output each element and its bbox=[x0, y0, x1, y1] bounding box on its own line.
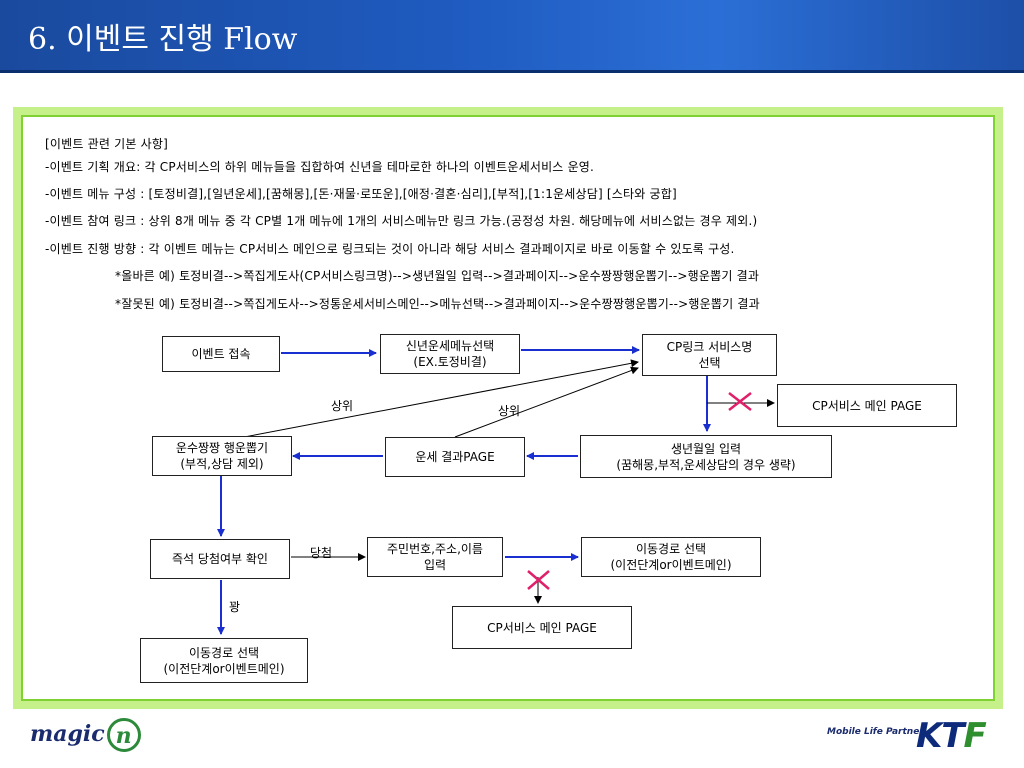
node-cp-link-line1: CP링크 서비스명 bbox=[666, 340, 753, 354]
title-bar-underline bbox=[0, 70, 1024, 73]
node-result-page-label: 운세 결과PAGE bbox=[415, 450, 495, 464]
node-instant-check: 즉석 당첨여부 확인 bbox=[150, 539, 290, 579]
node-cp-main-page-2: CP서비스 메인 PAGE bbox=[452, 606, 632, 649]
label-lose: 꽝 bbox=[229, 600, 241, 614]
arrow-result-upper bbox=[454, 366, 639, 438]
node-cp-main-page-2-label: CP서비스 메인 PAGE bbox=[487, 620, 597, 635]
notes-example-wrong: *잘못된 예) 토정비결-->쪽집게도사-->정통운세서비스메인-->메뉴선택-… bbox=[115, 297, 760, 311]
node-cp-link: CP링크 서비스명 선택 bbox=[642, 334, 777, 376]
node-move-path-2-line1: 이동경로 선택 bbox=[188, 645, 260, 660]
ktf-logo: KTF bbox=[916, 716, 987, 756]
node-move-path-2: 이동경로 선택 (이전단계or이벤트메인) bbox=[140, 638, 308, 683]
node-result-page: 운세 결과PAGE bbox=[385, 437, 525, 477]
node-personal-info-line1: 주민번호,주소,이름 bbox=[387, 542, 483, 556]
node-lucky-draw-line1: 운수짱짱 행운뽑기 bbox=[175, 441, 269, 455]
node-birthdate-input: 생년월일 입력 (꿈해몽,부적,운세상담의 경우 생략) bbox=[580, 435, 832, 478]
notes-example-correct: *올바른 예) 토정비결-->쪽집게도사(CP서비스링크명)-->생년월일 입력… bbox=[115, 269, 760, 283]
node-lucky-draw: 운수짱짱 행운뽑기 (부적,상담 제외) bbox=[152, 436, 292, 476]
node-event-access-label: 이벤트 접속 bbox=[191, 347, 251, 361]
notes-line-link: -이벤트 참여 링크 : 상위 8개 메뉴 중 각 CP별 1개 메뉴에 1개의… bbox=[45, 214, 758, 228]
label-win: 당첨 bbox=[310, 546, 333, 560]
node-event-access: 이벤트 접속 bbox=[162, 336, 280, 372]
notes-line-direction: -이벤트 진행 방향 : 각 이벤트 메뉴는 CP서비스 메인으로 링크되는 것… bbox=[45, 242, 735, 256]
notes-line-menu: -이벤트 메뉴 구성 : [토정비결],[일년운세],[꿈해몽],[돈·재물·로… bbox=[45, 187, 677, 201]
notes-line-overview: -이벤트 기획 개요: 각 CP서비스의 하위 메뉴들을 집합하여 신년을 테마… bbox=[45, 160, 595, 174]
notes-heading: [이벤트 관련 기본 사항] bbox=[45, 137, 168, 151]
node-new-year-menu-line1: 신년운세메뉴선택 bbox=[405, 339, 495, 353]
node-move-path-2-line2: (이전단계or이벤트메인) bbox=[163, 661, 285, 676]
arrow-lucky-upper bbox=[238, 359, 639, 439]
node-cp-link-line2: 선택 bbox=[698, 356, 721, 370]
node-lucky-draw-line2: (부적,상담 제외) bbox=[180, 457, 264, 471]
node-instant-check-label: 즉석 당첨여부 확인 bbox=[172, 552, 268, 566]
label-upper-1: 상위 bbox=[331, 399, 354, 413]
label-upper-2: 상위 bbox=[498, 404, 521, 418]
node-personal-info-line2: 입력 bbox=[423, 558, 447, 572]
node-personal-info: 주민번호,주소,이름 입력 bbox=[367, 537, 503, 577]
slide-title: 6. 이벤트 진행 Flow bbox=[28, 22, 298, 57]
node-cp-main-page: CP서비스 메인 PAGE bbox=[777, 384, 957, 427]
node-move-path-1-line1: 이동경로 선택 bbox=[635, 542, 707, 556]
node-cp-main-page-label: CP서비스 메인 PAGE bbox=[812, 398, 922, 413]
node-new-year-menu: 신년운세메뉴선택 (EX.토정비결) bbox=[380, 334, 520, 374]
node-move-path-1-line2: (이전단계or이벤트메인) bbox=[610, 558, 732, 572]
node-new-year-menu-line2: (EX.토정비결) bbox=[413, 355, 487, 369]
node-birthdate-line1: 생년월일 입력 bbox=[670, 441, 742, 456]
node-birthdate-line2: (꿈해몽,부적,운세상담의 경우 생략) bbox=[616, 457, 796, 472]
node-move-path-1: 이동경로 선택 (이전단계or이벤트메인) bbox=[581, 537, 761, 577]
blocked-cross-1 bbox=[728, 392, 752, 411]
title-bar bbox=[0, 0, 1024, 70]
tagline: Mobile Life Partner bbox=[827, 727, 924, 737]
blocked-cross-2 bbox=[527, 570, 550, 590]
